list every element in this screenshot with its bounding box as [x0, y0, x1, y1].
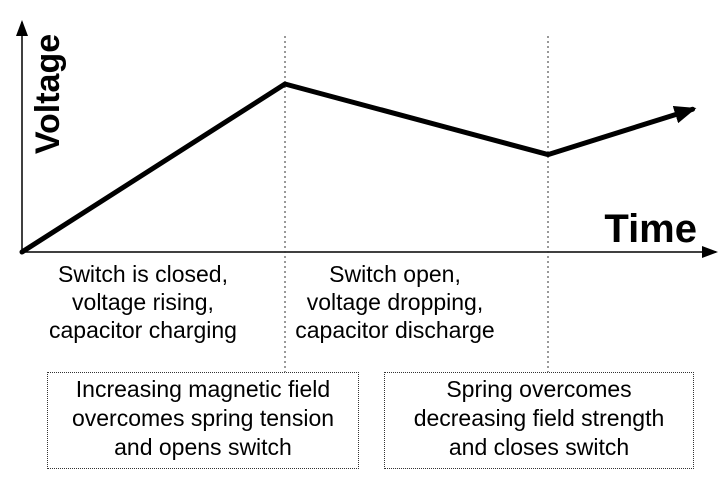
note-line: Increasing magnetic field — [75, 376, 331, 402]
phase-label-line: capacitor discharge — [295, 317, 495, 343]
note-box-closes-switch: Spring overcomes decreasing field streng… — [384, 372, 694, 469]
phase-label-discharging: Switch open, voltage dropping, capacitor… — [270, 260, 520, 344]
note-line: overcomes spring tension — [71, 405, 335, 431]
note-line: Spring overcomes — [446, 376, 632, 402]
phase-label-line: Switch open, — [329, 261, 461, 287]
note-line: and closes switch — [448, 434, 630, 460]
phase-label-line: voltage dropping, — [306, 289, 484, 315]
note-line: and opens switch — [114, 434, 292, 460]
x-axis-label: Time — [604, 207, 697, 251]
phase-label-line: Switch is closed, — [57, 261, 228, 287]
phase-label-line: voltage rising, — [72, 289, 214, 315]
y-axis-label: Voltage — [29, 34, 67, 154]
note-box-opens-switch: Increasing magnetic field overcomes spri… — [47, 372, 359, 469]
phase-label-line: capacitor charging — [49, 317, 237, 343]
phase-label-charging: Switch is closed, voltage rising, capaci… — [30, 260, 256, 344]
note-line: decreasing field strength — [413, 405, 665, 431]
voltage-curve — [19, 81, 697, 255]
